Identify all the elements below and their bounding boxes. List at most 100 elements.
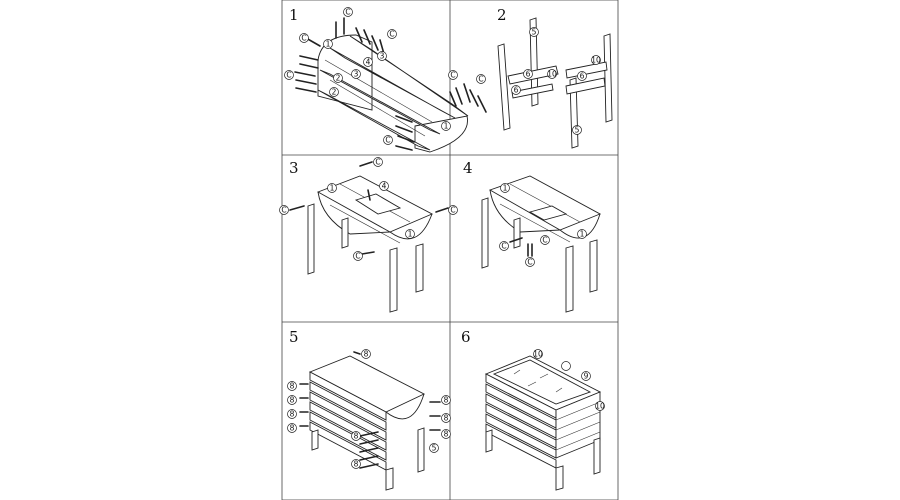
svg-text:4: 4 (382, 182, 387, 191)
svg-text:1: 1 (503, 184, 508, 193)
step-number-3: 3 (289, 159, 299, 177)
svg-text:1: 1 (330, 184, 335, 193)
svg-text:4: 4 (366, 58, 371, 67)
panel-grid (281, 0, 619, 500)
panel-1-callout-c-7: C (383, 135, 393, 145)
panel-4-callout-c-1: C (499, 241, 509, 251)
svg-text:C: C (527, 258, 532, 267)
step-number-5: 5 (289, 328, 299, 346)
svg-text:8: 8 (290, 396, 295, 405)
panel-6-callout-p7 (561, 361, 571, 371)
panel-2-callout-p5b: 5 (572, 125, 582, 135)
svg-text:C: C (450, 206, 455, 215)
svg-text:C: C (281, 206, 286, 215)
panel-6-callout-p10a: 10 (533, 349, 543, 359)
panel-6-callout-p9: 9 (581, 371, 591, 381)
panel-5-callout-p8d: 8 (287, 409, 297, 419)
panel-1-callout-p3b: 3 (351, 69, 361, 79)
svg-text:1: 1 (444, 122, 449, 131)
svg-text:10: 10 (533, 350, 543, 359)
svg-text:6: 6 (526, 70, 531, 79)
panel-1-callout-p4: 4 (363, 57, 373, 67)
svg-text:6: 6 (514, 86, 519, 95)
panel-1-callout-c-2: C (387, 29, 397, 39)
step-number-2: 2 (497, 6, 507, 24)
step-number-1: 1 (289, 6, 299, 24)
panel-5-callout-p8e: 8 (287, 423, 297, 433)
svg-text:8: 8 (290, 424, 295, 433)
panel-3-callout-p4: 4 (379, 181, 389, 191)
svg-text:C: C (385, 136, 390, 145)
panel-3-callout-c-4: C (353, 251, 363, 261)
svg-text:C: C (286, 71, 291, 80)
svg-text:5: 5 (532, 28, 537, 37)
svg-text:8: 8 (364, 350, 369, 359)
panel-1-screws-right (395, 83, 487, 151)
panel-5-callout-p5: 5 (429, 443, 439, 453)
svg-text:C: C (375, 158, 380, 167)
svg-text:C: C (501, 242, 506, 251)
svg-text:3: 3 (380, 52, 385, 61)
panel-5-callout-p8b: 8 (287, 381, 297, 391)
svg-text:C: C (345, 8, 350, 17)
svg-text:1: 1 (326, 40, 331, 49)
svg-text:10: 10 (591, 56, 601, 65)
svg-text:C: C (478, 75, 483, 84)
panel-1-callout-c-5: C (448, 70, 458, 80)
panel-2-callout-p5a: 5 (529, 27, 539, 37)
svg-text:3: 3 (354, 70, 359, 79)
svg-text:8: 8 (354, 432, 359, 441)
panel-5-callout-p8j: 8 (351, 459, 361, 469)
svg-text:10: 10 (547, 70, 557, 79)
panel-5-callout-p8h: 8 (441, 429, 451, 439)
panel-1-callout-c-6: C (476, 74, 486, 84)
panel-3-callout-c-2: C (279, 205, 289, 215)
panel-1-callout-c-4: C (284, 70, 294, 80)
panel-4-callout-p1a: 1 (500, 183, 510, 193)
panel-5-callout-p8a: 8 (361, 349, 371, 359)
svg-text:C: C (389, 30, 394, 39)
panel-2-illustration: 5 5 6 6 6 10 10 (497, 17, 613, 149)
panel-4-illustration: C C C 1 1 (481, 175, 602, 313)
step-number-4: 4 (463, 159, 473, 177)
step-number-6: 6 (461, 328, 471, 346)
svg-text:10: 10 (595, 402, 605, 411)
panel-3-callout-c-1: C (373, 157, 383, 167)
panel-4-callout-c-3: C (525, 257, 535, 267)
panel-4-callout-c-2: C (540, 235, 550, 245)
svg-text:8: 8 (444, 414, 449, 423)
panel-6-illustration: 10 10 9 (484, 349, 605, 491)
svg-text:C: C (301, 34, 306, 43)
svg-text:8: 8 (290, 410, 295, 419)
svg-text:C: C (542, 236, 547, 245)
panel-3-illustration: C C C C 1 1 4 (279, 157, 458, 313)
panel-1-callout-p2b: 2 (329, 87, 339, 97)
panel-1-callout-p3a: 3 (377, 51, 387, 61)
panel-1-callout-c-3: C (299, 33, 309, 43)
panel-5-callout-p8i: 8 (351, 431, 361, 441)
svg-text:9: 9 (584, 372, 589, 381)
panel-2-callout-p6b: 6 (577, 71, 587, 81)
panel-4-callout-p1b: 1 (577, 229, 587, 239)
svg-text:1: 1 (580, 230, 585, 239)
panel-1-illustration: C C C C C C C 1 1 2 2 3 3 4 (284, 7, 487, 153)
svg-text:C: C (355, 252, 360, 261)
svg-text:2: 2 (336, 74, 341, 83)
panel-5-callout-p8c: 8 (287, 395, 297, 405)
svg-text:C: C (450, 71, 455, 80)
svg-text:1: 1 (408, 230, 413, 239)
panel-2-callout-p10a: 10 (547, 69, 557, 79)
svg-text:8: 8 (354, 460, 359, 469)
svg-text:5: 5 (432, 444, 437, 453)
panel-2-callout-p6c: 6 (511, 85, 521, 95)
panel-6-callout-p10b: 10 (595, 401, 605, 411)
svg-text:8: 8 (444, 430, 449, 439)
panel-1-callout-p1a: 1 (323, 39, 333, 49)
panel-1-callout-p2a: 2 (333, 73, 343, 83)
svg-text:2: 2 (332, 88, 337, 97)
panel-6-slats (485, 373, 601, 469)
svg-text:8: 8 (444, 396, 449, 405)
panel-5-callout-p8g: 8 (441, 413, 451, 423)
panel-2-callout-p10b: 10 (591, 55, 601, 65)
